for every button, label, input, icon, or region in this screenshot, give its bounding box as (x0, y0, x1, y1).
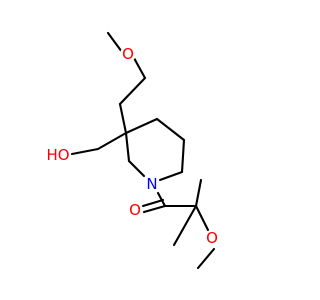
bond-ch2-oh (70, 147, 100, 156)
bond-carbonyl-double-1 (142, 204, 167, 214)
bond-ch2-ch2 (118, 76, 147, 106)
atom-methoxy-o-bottom: O (204, 229, 220, 247)
svg-text:HO: HO (46, 146, 69, 164)
atom-ring-n: N (144, 175, 160, 193)
atom-hydroxyl: HO (46, 146, 70, 164)
bond-quat-c-methyl-bottom (172, 204, 198, 247)
bond-ring-c5-c6 (180, 138, 186, 174)
bond-ring-c2-c3 (124, 131, 131, 163)
bond-methyl-o (106, 31, 124, 54)
atom-labels: O HO N O O (46, 45, 220, 247)
svg-text:O: O (206, 229, 218, 247)
svg-text:O: O (122, 45, 134, 63)
structure-diagram: O HO N O O (46, 31, 220, 270)
bond-ring-c3-c4 (124, 117, 159, 135)
svg-text:O: O (129, 201, 141, 219)
bond-ring-c4-c5 (155, 117, 186, 142)
bond-quat-c-o (194, 204, 210, 232)
molecule-drawing: O HO N O O (46, 31, 220, 270)
bond-ch2-quat-c (118, 102, 128, 135)
bond-ring-n-c2 (127, 159, 146, 178)
atom-methoxy-o-top: O (120, 45, 136, 63)
bond-quat-c-methyl-top (194, 178, 203, 208)
bond-o-methyl-bottom (196, 247, 216, 270)
bond-o-ch2 (132, 56, 147, 80)
bonds (70, 31, 216, 270)
bond-ring-c6-n (158, 170, 184, 182)
svg-text:N: N (146, 175, 157, 193)
atom-carbonyl-o: O (127, 201, 143, 219)
bond-quat-c-ch2oh (96, 131, 128, 151)
bond-carbonyl-double-2 (141, 198, 165, 208)
